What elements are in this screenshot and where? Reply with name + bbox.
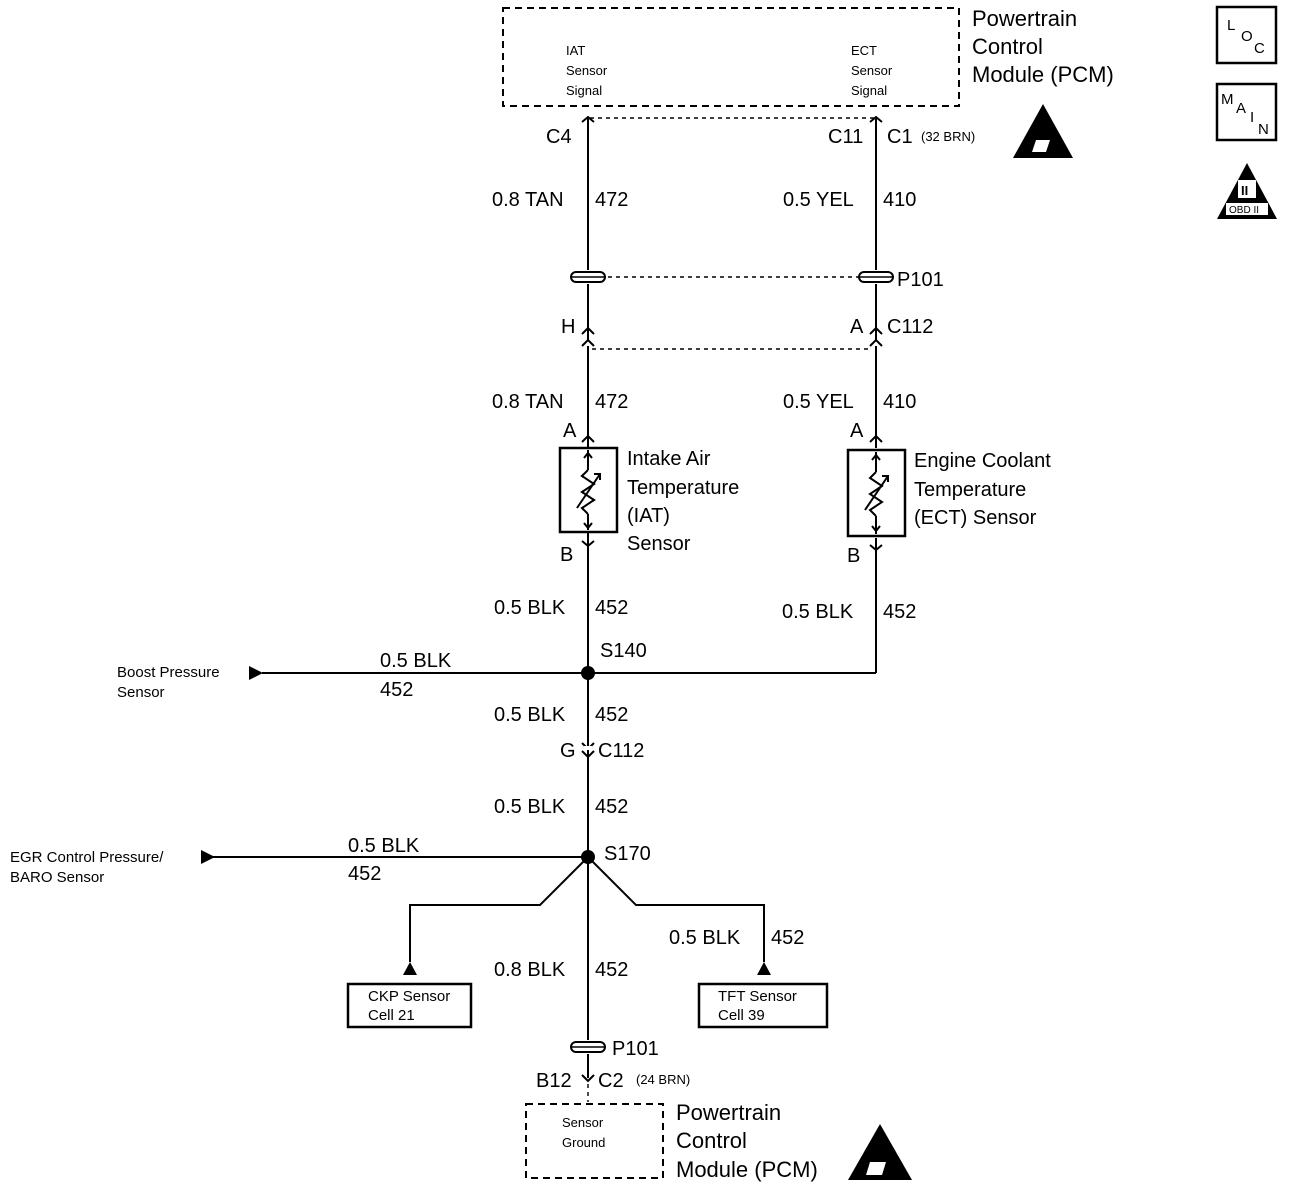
pcm-top-title-line2: Control	[972, 34, 1043, 59]
s140-label: S140	[600, 640, 647, 662]
right-wire3-gauge: 0.5 BLK	[782, 601, 854, 623]
right-connector-p101: P101	[897, 269, 944, 291]
right-wire2-circuit: 410	[883, 391, 916, 413]
right-pin-c11: C11	[828, 126, 863, 148]
left-pin-c4: C4	[546, 126, 572, 148]
left-pin-b: B	[560, 544, 573, 566]
svg-text:A: A	[1236, 100, 1246, 117]
connector-pin-g: G	[560, 740, 576, 762]
right-wire1-circuit: 410	[883, 189, 916, 211]
arrow-icon	[403, 962, 417, 975]
left-wire2-circuit: 472	[595, 391, 628, 413]
pcm-top-title-line1: Powertrain	[972, 6, 1077, 31]
svg-text:M: M	[1221, 91, 1234, 108]
pcm-bottom-title-line1: Powertrain	[676, 1100, 781, 1125]
ect-sensor-name-2: Temperature	[914, 479, 1026, 501]
splice-s140	[581, 666, 595, 680]
egr-wire-circuit: 452	[348, 863, 381, 885]
esd-warning-icon	[1013, 104, 1073, 158]
bottom-connector-p101: P101	[612, 1038, 659, 1060]
left-pin-a: A	[563, 420, 577, 442]
arrow-icon	[249, 666, 263, 680]
boost-wire-gauge: 0.5 BLK	[380, 650, 452, 672]
s170-label: S170	[604, 843, 651, 865]
boost-wire-circuit: 452	[380, 679, 413, 701]
ckp-box-line2: Cell 21	[368, 1007, 415, 1024]
ect-sensor-name-3: (ECT) Sensor	[914, 507, 1037, 529]
right-wire2-gauge: 0.5 YEL	[783, 391, 854, 413]
connector-c112-g: C112	[598, 740, 644, 762]
iat-sensor-name-4: Sensor	[627, 533, 691, 555]
obd-ii-icon: II OBD II	[1217, 163, 1277, 219]
svg-text:L: L	[1227, 17, 1235, 34]
egr-sensor-line2: BARO Sensor	[10, 869, 104, 886]
iat-signal-line2: Sensor	[566, 63, 608, 78]
svg-text:OBD II: OBD II	[1229, 205, 1259, 216]
iat-signal-line3: Signal	[566, 83, 602, 98]
ect-sensor-name-1: Engine Coolant	[914, 450, 1051, 472]
sensor-ground-line1: Sensor	[562, 1115, 604, 1130]
iat-signal-line1: IAT	[566, 43, 585, 58]
bottom-connector-note: (24 BRN)	[636, 1072, 690, 1087]
s170-up-gauge: 0.5 BLK	[494, 796, 566, 818]
pcm-bottom-title-line3: Module (PCM)	[676, 1157, 818, 1182]
iat-sensor-name-3: (IAT)	[627, 505, 670, 527]
egr-wire-gauge: 0.5 BLK	[348, 835, 420, 857]
iat-sensor-name-2: Temperature	[627, 477, 739, 499]
pcm-bottom-title-line2: Control	[676, 1128, 747, 1153]
thermistor-icon	[864, 452, 889, 534]
left-wire1-circuit: 472	[595, 189, 628, 211]
ckp-sensor-box	[346, 982, 473, 1029]
ect-signal-line2: Sensor	[851, 63, 893, 78]
svg-text:I: I	[1250, 109, 1254, 126]
right-pin-b: B	[847, 545, 860, 567]
arrow-icon	[201, 850, 215, 864]
bottom-connector-c2: C2	[598, 1070, 624, 1092]
ect-signal-line1: ECT	[851, 43, 877, 58]
right-wire1-gauge: 0.5 YEL	[783, 189, 854, 211]
bottom-pin-b12: B12	[536, 1070, 572, 1092]
right-pin-a-upper: A	[850, 316, 864, 338]
s140-down-circuit: 452	[595, 704, 628, 726]
s170-down-gauge: 0.8 BLK	[494, 959, 566, 981]
thermistor-icon	[576, 450, 601, 530]
left-wire2-gauge: 0.8 TAN	[492, 391, 564, 413]
svg-text:C: C	[1254, 40, 1265, 57]
pcm-top-box	[502, 7, 960, 107]
tft-box-line1: TFT Sensor	[718, 988, 797, 1005]
left-pin-h: H	[561, 316, 575, 338]
tft-box-line2: Cell 39	[718, 1007, 765, 1024]
main-icon: M A I N	[1215, 82, 1278, 142]
arrow-icon	[757, 962, 771, 975]
right-pin-a: A	[850, 420, 864, 442]
svg-text:O: O	[1241, 28, 1253, 45]
s170-up-circuit: 452	[595, 796, 628, 818]
s170-down-circuit: 452	[595, 959, 628, 981]
tft-wire-gauge: 0.5 BLK	[669, 927, 741, 949]
left-wire1-gauge: 0.8 TAN	[492, 189, 564, 211]
s140-down-gauge: 0.5 BLK	[494, 704, 566, 726]
ect-signal-line3: Signal	[851, 83, 887, 98]
sensor-ground-line2: Ground	[562, 1135, 605, 1150]
right-connector-c1-note: (32 BRN)	[921, 129, 975, 144]
left-wire3-gauge: 0.5 BLK	[494, 597, 566, 619]
right-connector-c1: C1	[887, 126, 913, 148]
tft-sensor-box	[697, 982, 829, 1029]
loc-icon: L O C	[1215, 5, 1278, 65]
svg-text:N: N	[1258, 121, 1269, 138]
ckp-box-line1: CKP Sensor	[368, 988, 450, 1005]
right-connector-c112: C112	[887, 316, 933, 338]
right-wire3-circuit: 452	[883, 601, 916, 623]
pcm-top-title-line3: Module (PCM)	[972, 62, 1114, 87]
svg-text:II: II	[1241, 183, 1248, 198]
tft-wire-circuit: 452	[771, 927, 804, 949]
pcm-bottom-box	[525, 1103, 664, 1179]
egr-sensor-line1: EGR Control Pressure/	[10, 849, 164, 866]
iat-sensor-name-1: Intake Air	[627, 448, 711, 470]
boost-sensor-line1: Boost Pressure	[117, 664, 220, 681]
esd-warning-icon	[848, 1124, 912, 1180]
boost-sensor-line2: Sensor	[117, 684, 165, 701]
left-wire3-circuit: 452	[595, 597, 628, 619]
